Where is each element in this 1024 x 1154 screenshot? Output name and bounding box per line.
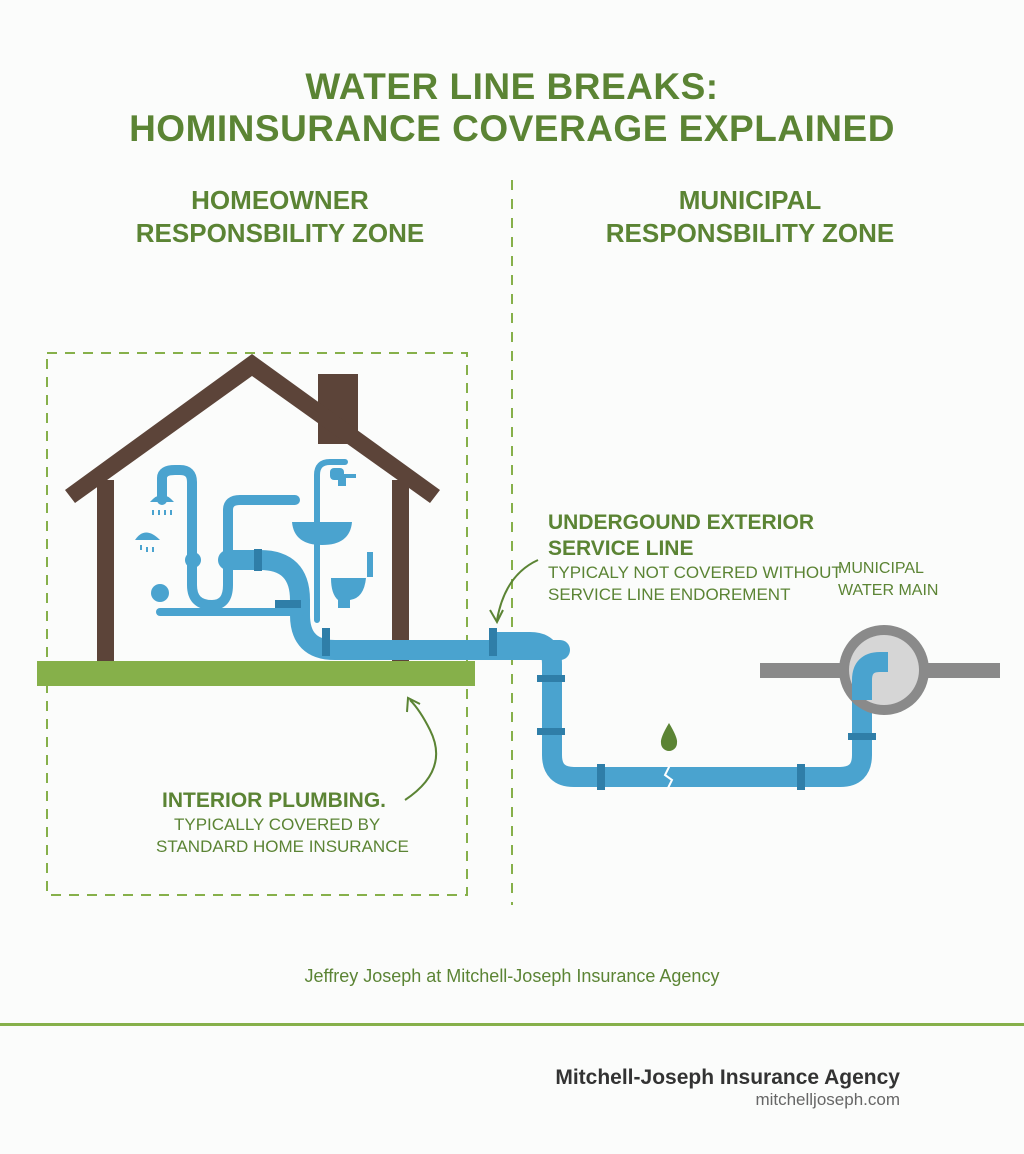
shower-head-icon (135, 532, 160, 540)
zone-heading-line: MUNICIPAL (678, 185, 822, 215)
zone-heading-line: RESPONSBILITY ZONE (605, 218, 895, 248)
zone-heading-line: RESPONSBILITY ZONE (135, 218, 425, 248)
pipe-joints (254, 549, 497, 656)
label-title: UNDERGOUND EXTERIOR (548, 511, 815, 534)
label-line: MUNICIPAL (838, 560, 924, 577)
title-line-2: HOMINSURANCE COVERAGE EXPLAINED (129, 108, 895, 149)
label-title: INTERIOR PLUMBING. (162, 789, 386, 812)
pipe-crack-icon (663, 764, 674, 791)
interior-plumbing-icon (156, 459, 570, 660)
brand-name: Mitchell-Joseph Insurance Agency (555, 1066, 900, 1089)
label-line: WATER MAIN (838, 582, 939, 599)
toilet-icon (331, 578, 366, 608)
fixtures (135, 468, 373, 608)
service-line-pipe (497, 632, 872, 787)
credit-text: Jeffrey Joseph at Mitchell-Joseph Insura… (304, 966, 720, 986)
water-main-label: MUNICIPAL WATER MAIN (838, 558, 938, 602)
page-title: WATER LINE BREAKS: HOMINSURANCE COVERAGE… (0, 66, 1024, 150)
label-title: SERVICE LINE (548, 537, 694, 560)
municipal-zone-heading: MUNICIPAL RESPONSBILITY ZONE (540, 184, 960, 250)
plumbing-diagram (37, 180, 1000, 905)
footer-divider (0, 1023, 1024, 1026)
brand-block: Mitchell-Joseph Insurance Agency mitchel… (555, 1066, 900, 1110)
homeowner-zone-heading: HOMEOWNER RESPONSBILITY ZONE (90, 184, 470, 250)
label-desc: STANDARD HOME INSURANCE (156, 837, 409, 856)
ground-strip (37, 661, 475, 686)
valve-icon (151, 584, 169, 602)
leak-drop-icon (660, 723, 678, 751)
water-main-icon (760, 625, 1000, 715)
label-desc: SERVICE LINE ENDOREMENT (548, 585, 791, 604)
interior-plumbing-label: INTERIOR PLUMBING. TYPICALLY COVERED BY … (140, 788, 440, 858)
arrow-icon (404, 699, 438, 801)
zone-heading-line: HOMEOWNER (191, 185, 369, 215)
label-desc: TYPICALLY COVERED BY (174, 815, 381, 834)
label-desc: TYPICALY NOT COVERED WITHOUT (548, 563, 842, 582)
arrow-icon (496, 559, 539, 621)
shower-head-icon (150, 495, 174, 502)
service-line-label: UNDERGOUND EXTERIOR SERVICE LINE TYPICAL… (548, 510, 842, 606)
title-line-1: WATER LINE BREAKS: (305, 66, 719, 107)
homeowner-zone-box (46, 352, 468, 896)
sink-icon (292, 522, 352, 545)
water-drops (140, 510, 172, 552)
brand-url: mitchelljoseph.com (755, 1090, 900, 1109)
house-icon (65, 354, 440, 662)
